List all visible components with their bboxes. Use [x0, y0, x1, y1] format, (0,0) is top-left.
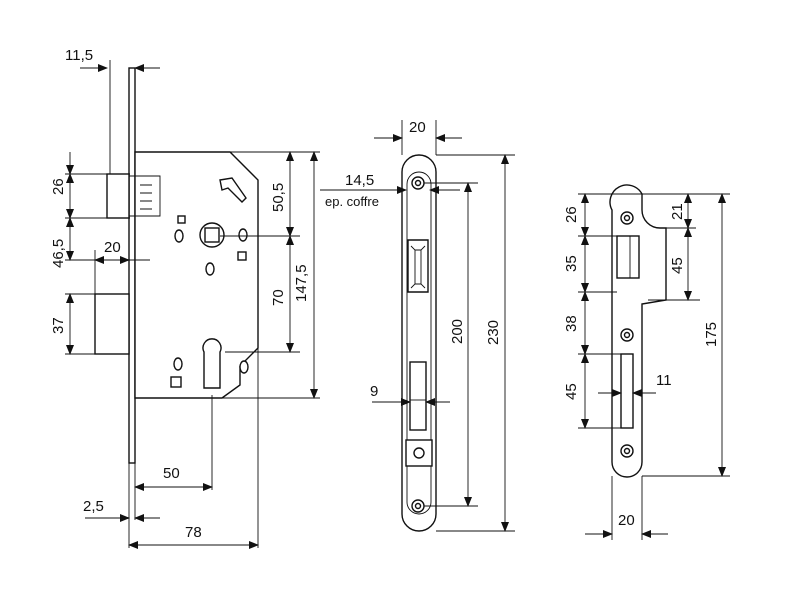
- dim-9: 9: [370, 383, 378, 400]
- cylinder-cutout: [202, 338, 222, 389]
- dim-35: 35: [563, 255, 580, 272]
- dim-14-5: 14,5: [345, 172, 374, 189]
- dim-26-strike: 26: [563, 206, 580, 223]
- latch-bolt: [106, 173, 130, 219]
- dim-230: 230: [485, 320, 502, 345]
- dim-26: 26: [50, 178, 67, 195]
- dim-11: 11: [656, 372, 672, 389]
- dim-50-5: 50,5: [270, 183, 287, 212]
- lock-forend: [128, 67, 136, 464]
- dim-175: 175: [703, 322, 720, 347]
- bolt-slot: [409, 361, 427, 431]
- dim-38: 38: [563, 315, 580, 332]
- dim-11-5: 11,5: [65, 47, 93, 64]
- dim-200: 200: [449, 319, 466, 344]
- dim-147-5: 147,5: [293, 264, 310, 302]
- dim-20-faceplate: 20: [409, 119, 426, 136]
- dim-20-strike: 20: [618, 512, 635, 529]
- mortise-lock-body: [94, 67, 259, 464]
- dim-46-5: 46,5: [50, 239, 67, 268]
- strike-bolt-opening: [620, 353, 634, 429]
- dim-45-bottom: 45: [563, 383, 580, 400]
- dead-bolt: [94, 293, 130, 355]
- note-ep-coffre: ep. coffre: [325, 194, 379, 209]
- dim-45-top: 45: [669, 257, 686, 274]
- faceplate-dimensions: 20 14,5 ep. coffre 200 230 9: [320, 119, 515, 532]
- dim-70: 70: [270, 289, 287, 306]
- dim-78: 78: [185, 524, 202, 541]
- strike-plate: [609, 184, 667, 478]
- lock-dimensions: 11,5 26 46,5 20 37 50,5 70 147,5 50 2,5 …: [50, 47, 318, 549]
- dim-20-bolt: 20: [104, 239, 121, 256]
- dim-50: 50: [163, 465, 180, 482]
- dim-2-5: 2,5: [83, 498, 104, 515]
- dim-37: 37: [50, 317, 67, 334]
- latch-slot: [407, 239, 429, 293]
- strike-plate-outline: [609, 184, 667, 478]
- strike-dimensions: 26 35 38 45 21 45 175 11 20: [563, 193, 730, 540]
- dim-21: 21: [669, 203, 686, 220]
- strike-latch-opening: [616, 235, 640, 279]
- faceplate: [401, 154, 437, 532]
